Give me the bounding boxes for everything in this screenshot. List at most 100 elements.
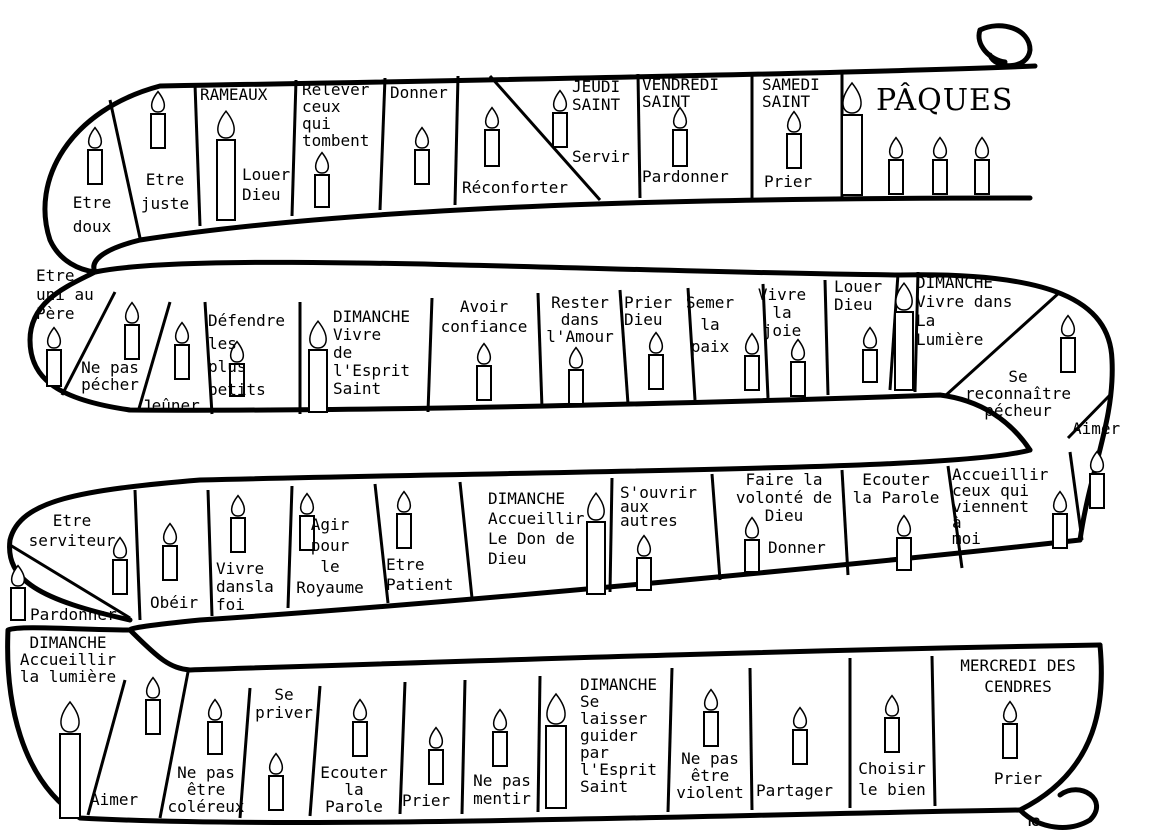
cell-ecouter-parole-2-line: la xyxy=(344,780,363,799)
cell-accueillir-ceux-line: à xyxy=(952,513,962,532)
cell-etre-serviteur-line: serviteur xyxy=(29,531,116,550)
candle-icon xyxy=(1002,700,1018,759)
flame-icon xyxy=(790,338,806,361)
candle-body xyxy=(552,112,568,148)
cell-ne-pas-colereux-line: Ne pas xyxy=(177,763,235,782)
candle-icon xyxy=(150,90,166,149)
flame-icon xyxy=(1089,450,1105,473)
candle-body xyxy=(841,114,863,196)
flame-icon xyxy=(46,326,62,349)
cell-s-ouvrir-line: autres xyxy=(620,511,678,530)
cell-pardonner-2-line: Pardonner xyxy=(30,605,117,624)
candle-icon xyxy=(476,342,492,401)
candle-body xyxy=(974,159,990,195)
flame-icon xyxy=(1060,314,1076,337)
cell-choisir-bien-line: le bien xyxy=(858,780,925,799)
cell-etre-doux-line: doux xyxy=(73,217,112,236)
cell-louer-dieu-2-line: Dieu xyxy=(834,295,873,314)
cell-ne-pas-colereux-line: coléreux xyxy=(167,797,244,816)
candle-icon xyxy=(648,331,664,390)
cell-ne-pas-violent-line: Ne pas xyxy=(681,749,739,768)
candle-icon xyxy=(672,106,688,167)
cell-vivre-foi-line: Vivre xyxy=(216,559,264,578)
flame-icon xyxy=(492,708,508,731)
flame-icon xyxy=(932,136,948,159)
flame-icon xyxy=(174,321,190,344)
candle-body xyxy=(648,354,664,390)
candle-icon xyxy=(792,706,808,765)
candle-body xyxy=(476,365,492,401)
candle-icon xyxy=(545,692,567,809)
cell-prier-2: Prier xyxy=(402,791,451,810)
cell-donner-2-line: Donner xyxy=(768,538,826,557)
cell-vivre-joie-line: Vivre xyxy=(758,285,806,304)
cell-choisir-bien-line: Choisir xyxy=(858,759,926,778)
flame-icon xyxy=(217,109,235,139)
cell-dim-lumiere-line: Lumière xyxy=(916,330,983,349)
candle-icon xyxy=(230,494,246,553)
cell-rameaux-title-line: RAMEAUX xyxy=(200,85,268,104)
candle-icon xyxy=(1060,314,1076,373)
cell-s-ouvrir-line: S'ouvrir xyxy=(620,483,697,502)
candle-icon xyxy=(484,106,500,167)
cell-defendre-line: Défendre xyxy=(208,311,285,330)
cell-dim-guider-line: l'Esprit xyxy=(580,760,657,779)
candle-icon xyxy=(112,536,128,595)
cell-pardonner-1: Pardonner xyxy=(642,167,729,186)
flame-icon xyxy=(636,534,652,557)
candle-icon xyxy=(314,151,330,208)
candle-icon xyxy=(59,700,81,819)
candle-icon xyxy=(744,516,760,573)
candle-body xyxy=(229,363,245,397)
flame-icon xyxy=(428,726,444,749)
cell-rester-amour-line: l'Amour xyxy=(546,327,614,346)
flame-icon xyxy=(587,491,605,521)
cell-vivre-joie-line: la xyxy=(772,303,791,322)
flame-icon xyxy=(792,706,808,729)
cell-obeir: Obéir xyxy=(150,593,199,612)
cell-vivre-joie-line: joie xyxy=(763,321,802,340)
cell-ne-pas-mentir-line: Ne pas xyxy=(473,771,531,790)
flame-icon xyxy=(112,536,128,559)
cell-se-priver-line: Se xyxy=(274,685,293,704)
flame-icon xyxy=(476,342,492,365)
candle-icon xyxy=(1089,450,1105,509)
candle-icon xyxy=(568,346,584,405)
flame-icon xyxy=(145,676,161,699)
candle-body xyxy=(586,521,606,595)
candle-icon xyxy=(932,136,948,195)
cell-dim-don-line: Accueillir xyxy=(488,509,585,528)
candle-body xyxy=(703,711,719,747)
candles-layer xyxy=(10,81,1105,819)
candle-icon xyxy=(87,126,103,185)
candle-body xyxy=(568,369,584,405)
cell-obeir-line: Obéir xyxy=(150,593,199,612)
cell-semer-paix-line: paix xyxy=(691,337,730,356)
cell-volonte-line: Dieu xyxy=(765,506,804,525)
cell-etre-uni-line: uni au xyxy=(36,285,94,304)
candle-icon xyxy=(896,514,912,571)
candle-body xyxy=(314,174,330,208)
candle-body xyxy=(87,149,103,185)
flame-icon xyxy=(1002,700,1018,723)
cell-s-ouvrir-line: aux xyxy=(620,497,649,516)
candle-body xyxy=(484,129,500,167)
cell-rester-amour-line: dans xyxy=(561,310,600,329)
flame-icon xyxy=(309,319,327,349)
candle-icon xyxy=(1052,490,1068,549)
cell-vendredi-saint-line: SAINT xyxy=(642,92,691,111)
cell-dim-don-line: DIMANCHE xyxy=(488,489,565,508)
candle-body xyxy=(894,311,914,391)
cell-volonte-line: volonté de xyxy=(736,488,832,507)
cell-samedi-saint-line: SAMEDI xyxy=(762,75,820,94)
